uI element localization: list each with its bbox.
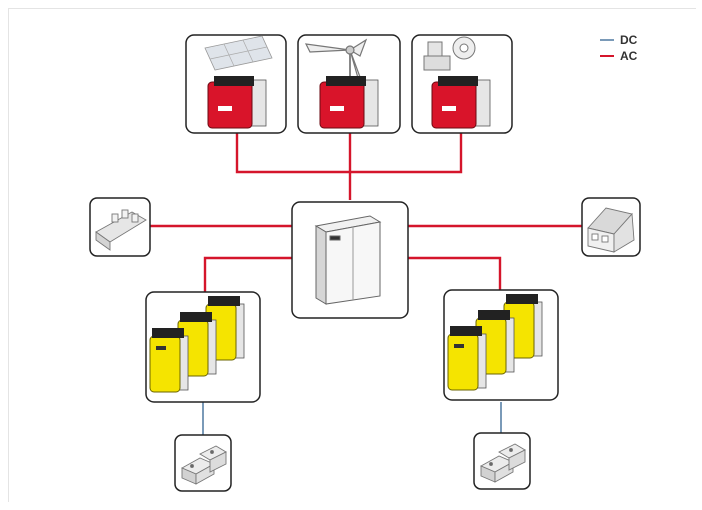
hydro-inverter-node[interactable] — [411, 34, 513, 134]
dc-line-swatch-icon — [600, 39, 614, 41]
wind-inverter-node[interactable] — [297, 34, 401, 134]
dc-connections — [202, 402, 502, 435]
ac-line-battery-left — [203, 256, 292, 292]
diagram-frame — [8, 8, 696, 502]
generator-node[interactable] — [89, 197, 151, 257]
ac-line-battery-right — [408, 256, 502, 292]
main-cabinet-node[interactable] — [291, 201, 409, 319]
house-node[interactable] — [581, 197, 641, 257]
ac-line-swatch-icon — [600, 55, 614, 57]
legend: DC AC — [600, 32, 637, 64]
pv-inverter-node[interactable] — [185, 34, 287, 134]
ac-connections — [150, 133, 582, 292]
ac-line-hydro — [350, 133, 463, 174]
house-icon — [587, 207, 635, 253]
legend-label-ac: AC — [620, 49, 638, 63]
red-inverter-icon — [207, 76, 267, 129]
red-inverter-icon — [431, 76, 491, 129]
solar-panel-icon — [204, 35, 273, 71]
battery-bank-right-node[interactable] — [473, 432, 531, 490]
legend-item-dc: DC — [600, 32, 637, 48]
battery-bank-icon — [479, 443, 526, 483]
cabinet-icon — [314, 215, 382, 305]
legend-label-dc: DC — [620, 33, 638, 47]
ac-line-pv — [235, 133, 350, 174]
yellow-inverter-icon — [149, 328, 189, 393]
red-inverter-icon — [319, 76, 379, 129]
battery-bank-left-node[interactable] — [174, 434, 232, 492]
hydro-generator-icon — [423, 36, 476, 71]
yellow-inverter-icon — [447, 326, 487, 391]
legend-item-ac: AC — [600, 48, 637, 64]
battery-inverters-right-node[interactable] — [443, 289, 559, 401]
battery-bank-icon — [180, 445, 227, 485]
battery-inverters-left-node[interactable] — [145, 291, 261, 403]
generator-icon — [95, 209, 147, 251]
